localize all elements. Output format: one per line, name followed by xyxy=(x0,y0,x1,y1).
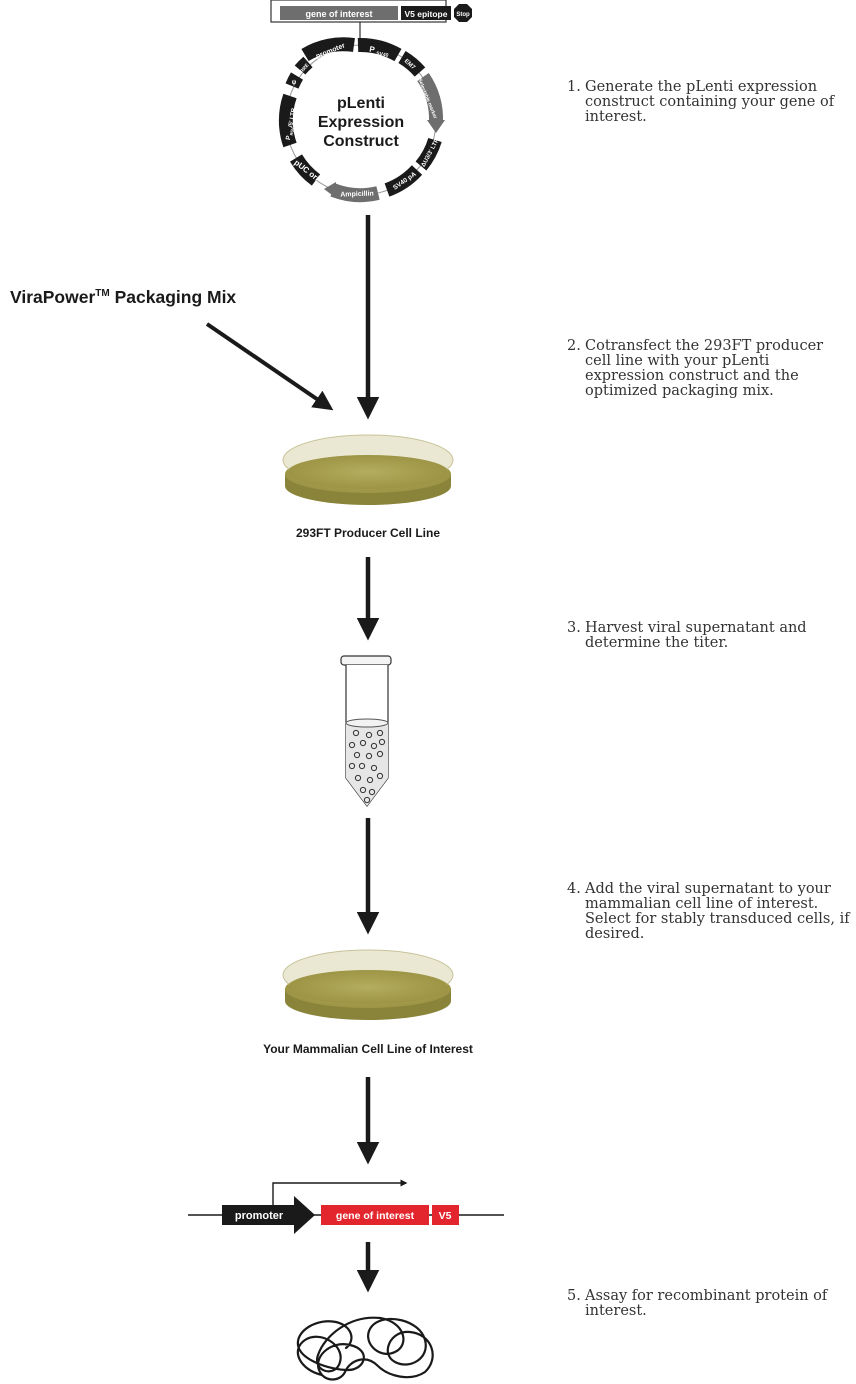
segment-psi-label: ψ xyxy=(292,80,297,86)
plasmid-map: promoter P SV40 EM7 Selectable marker ΔU… xyxy=(278,37,445,203)
segment-rre-label: RRE xyxy=(299,62,311,74)
ampicillin-arrow xyxy=(324,182,336,198)
step-4-number: 4. xyxy=(567,881,581,897)
step-3-number: 3. xyxy=(567,620,581,636)
segment-ampicillin xyxy=(330,183,380,203)
step-4: 4. Add the viral supernatant to your mam… xyxy=(567,882,852,942)
producer-label: 293FT Producer Cell Line xyxy=(295,526,441,540)
target-label: Your Mammalian Cell Line of Interest xyxy=(263,1042,473,1056)
insert-tag-box xyxy=(401,6,451,20)
packaging-mix-label: ViraPowerTM Packaging Mix xyxy=(10,287,236,308)
packaging-mix-tm: TM xyxy=(95,288,110,300)
insert-gene-box xyxy=(280,6,398,20)
segment-psv40-p: P xyxy=(369,45,376,55)
segment-prsv-ltr-label: /5' LTR xyxy=(288,107,297,128)
expression-cassette: promoter gene of interest V5 xyxy=(188,1179,504,1234)
segment-puc-ori xyxy=(289,154,321,186)
segment-du3-ltr xyxy=(415,137,442,171)
plasmid-title-line3: Construct xyxy=(323,133,399,150)
transcription-start-arrow xyxy=(272,1179,408,1205)
packaging-mix-suffix: Packaging Mix xyxy=(109,287,237,307)
segment-psv40 xyxy=(357,37,402,62)
recombinant-protein-squiggle xyxy=(296,1316,434,1381)
step-5: 5. Assay for recombinant protein of inte… xyxy=(567,1289,852,1319)
stop-octagon-icon xyxy=(454,4,472,22)
arrow-packaging-mix xyxy=(205,322,334,411)
step-2-number: 2. xyxy=(567,338,581,354)
packaging-mix-name: ViraPower xyxy=(10,287,96,307)
step-1: 1. Generate the pLenti expression constr… xyxy=(567,80,852,125)
segment-prsv-sub: RSV xyxy=(289,127,295,136)
segment-rre xyxy=(294,56,313,75)
cassette-tag-label: V5 xyxy=(439,1210,452,1222)
insert-tag-label: V5 epitope xyxy=(405,9,448,19)
step-1-text: Generate the pLenti expression construct… xyxy=(585,79,835,125)
segment-promoter xyxy=(301,37,355,62)
segment-sv40-pa xyxy=(384,165,423,197)
step-2: 2. Cotransfect the 293FT producer cell l… xyxy=(567,339,852,399)
step-3-text: Harvest viral supernatant and determine … xyxy=(585,620,807,651)
cassette-gene-box xyxy=(321,1205,429,1225)
promoter-arrow-shape xyxy=(222,1196,315,1234)
cassette-promoter-label: promoter xyxy=(235,1210,284,1222)
plasmid-title-line2: Expression xyxy=(318,114,404,131)
step-2-text: Cotransfect the 293FT producer cell line… xyxy=(585,338,824,399)
segment-selectable-marker xyxy=(417,73,444,123)
cassette-gene-label: gene of interest xyxy=(336,1210,415,1222)
segment-psv40-sub: SV40 xyxy=(376,51,389,59)
insert-stop-label: Stop xyxy=(456,12,470,18)
step-5-number: 5. xyxy=(567,1288,581,1304)
step-3: 3. Harvest viral supernatant and determi… xyxy=(567,621,852,651)
segment-psi xyxy=(285,72,304,89)
plasmid-title-line1: pLenti xyxy=(337,95,385,112)
step-4-text: Add the viral supernatant to your mammal… xyxy=(585,881,850,942)
selectable-marker-arrow xyxy=(427,120,445,133)
segment-prsv-p: P xyxy=(285,134,293,140)
step-5-text: Assay for recombinant protein of interes… xyxy=(585,1288,828,1319)
segment-ampicillin-label: Ampicillin xyxy=(340,190,374,198)
centrifuge-tube xyxy=(340,655,392,807)
target-petri-dish xyxy=(282,949,454,1020)
segment-prsv-ltr xyxy=(278,93,297,148)
plasmid-insert-bar: gene of interest V5 epitope Stop xyxy=(270,0,472,40)
insert-gene-label: gene of interest xyxy=(305,9,372,19)
segment-em7 xyxy=(398,50,426,77)
producer-petri-dish xyxy=(282,434,454,505)
step-1-number: 1. xyxy=(567,79,581,95)
cassette-tag-box xyxy=(432,1205,459,1225)
